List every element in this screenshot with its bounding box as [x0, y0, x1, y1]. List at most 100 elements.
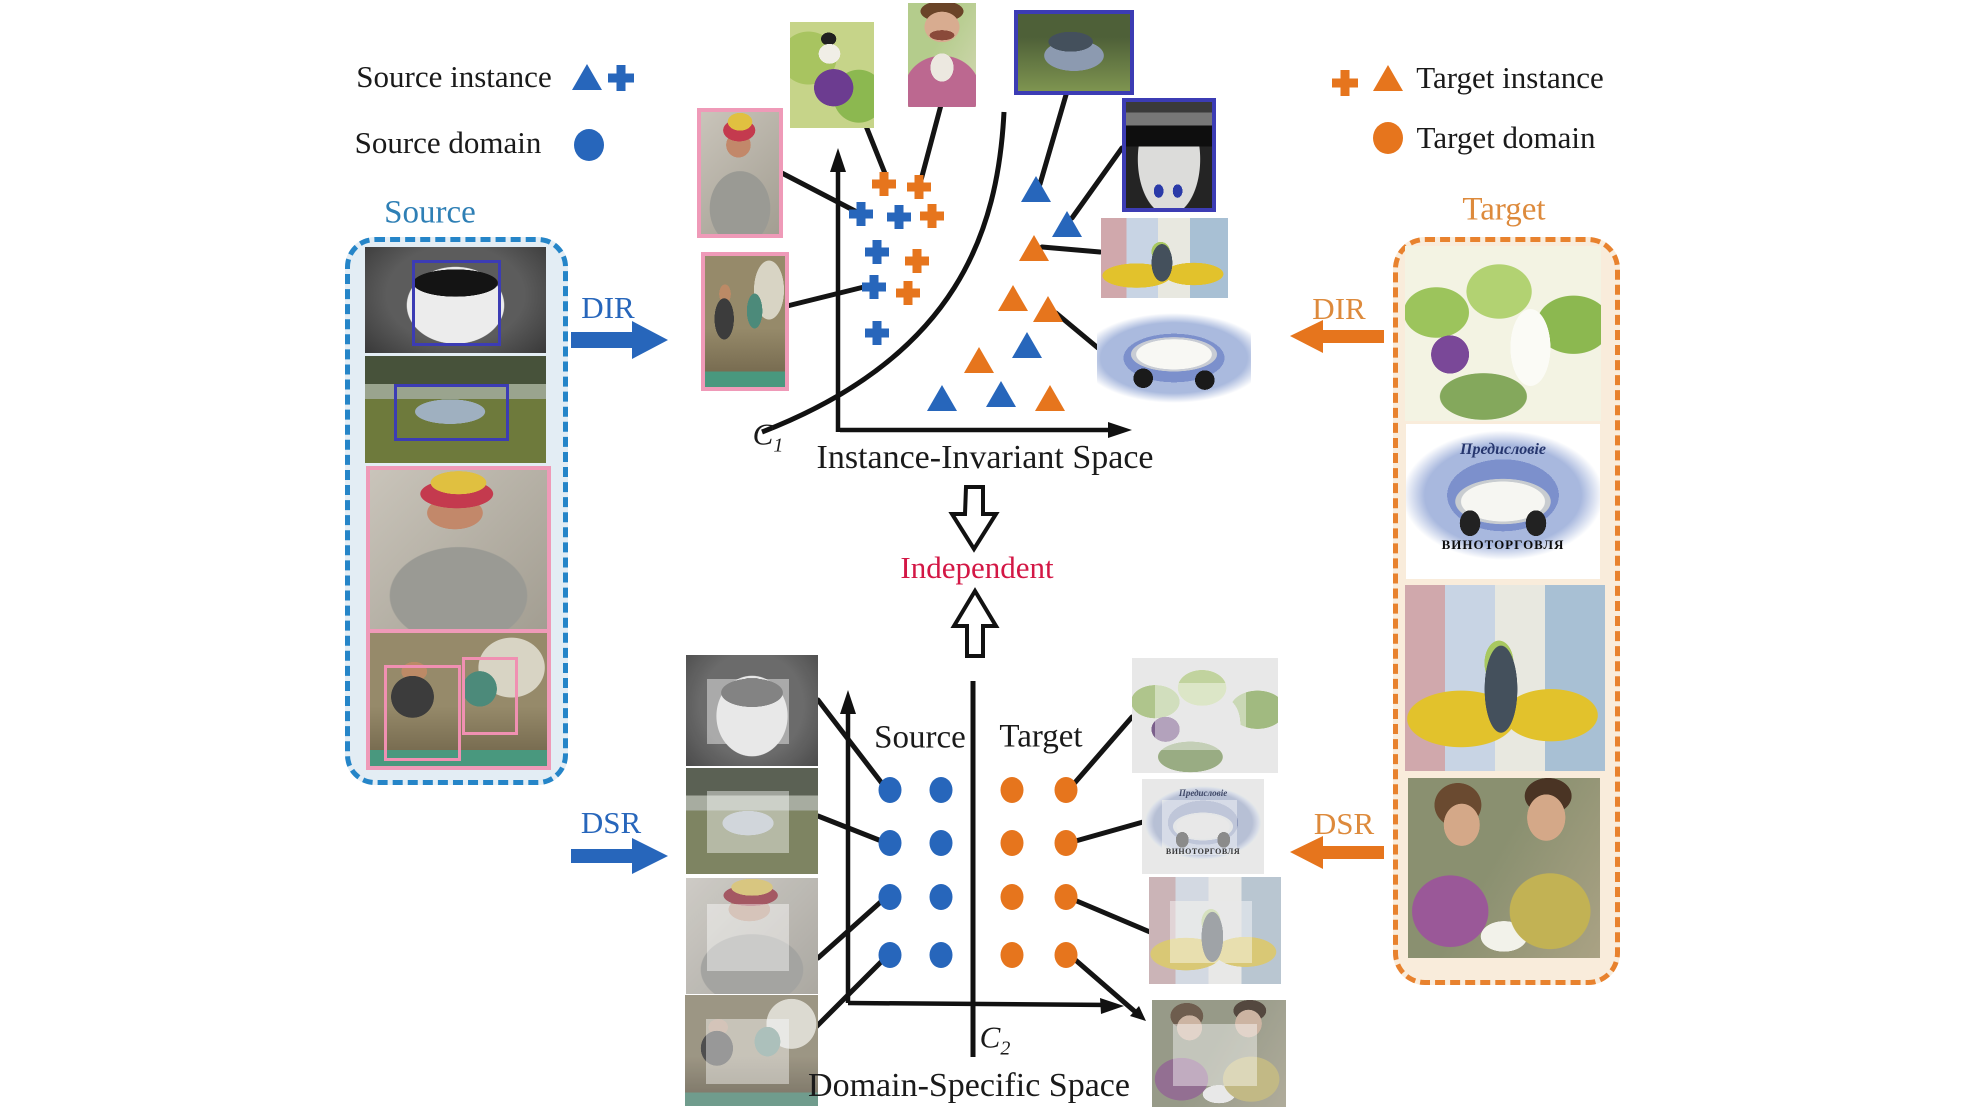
legend-target-instance: Target instance [1416, 60, 1604, 95]
caption-top: Предисловie [1460, 441, 1546, 459]
photo-people-at-table [366, 629, 551, 770]
target-domain-dot [1000, 884, 1024, 910]
marker-layer [849, 172, 1082, 968]
c2-sub: 2 [1000, 1037, 1011, 1060]
target-circle-icon [1373, 122, 1403, 154]
source-instance-triangle-marker [1021, 176, 1051, 202]
c1-base: C [752, 416, 774, 452]
photo-blue-sedan [1014, 10, 1134, 95]
x-axis-arrowhead [1108, 422, 1132, 438]
source-instance-triangle-marker [986, 381, 1016, 407]
legend-target-domain: Target domain [1416, 120, 1596, 155]
c2-axis-label: C2 [980, 1019, 1011, 1060]
connector-line [1053, 310, 1101, 351]
y-axis-arrowhead-2 [840, 690, 856, 714]
faded-art-garden-scene [1132, 658, 1278, 773]
art-couple-reading [1408, 778, 1600, 958]
dsr-orange-label: DSR [1313, 806, 1375, 841]
instance-space-axes [835, 160, 1118, 433]
caption-bottom: ВИНОТОРГОВЛЯ [1165, 847, 1241, 857]
target-instance-triangle-marker [1033, 296, 1063, 322]
detection-bbox [393, 383, 509, 442]
art-yellow-taxi-street [1405, 585, 1605, 771]
connector-line [1039, 244, 1103, 255]
painting-woman-portrait [908, 3, 976, 107]
source-domain-dot [878, 942, 902, 968]
target-instance-triangle-marker [1035, 385, 1065, 411]
connector-layer [773, 85, 1153, 1031]
photo-rally-car-tunnel [365, 247, 546, 353]
source-domain-dot [878, 884, 902, 910]
target-instance-plus-marker [896, 281, 920, 305]
connector-line [815, 813, 887, 845]
faded-photo-people-at-table [685, 995, 818, 1106]
connector-line [815, 896, 887, 961]
source-domain-dot [929, 942, 953, 968]
dsr-orange-arrow [1290, 836, 1384, 869]
source-panel-title: Source [384, 194, 476, 231]
source-instance-plus-marker [849, 202, 873, 226]
dir-orange-label: DIR [1312, 291, 1366, 326]
faded-art-watercolor-car: Предисловie ВИНОТОРГОВЛЯ [1142, 779, 1264, 874]
art-white-car [1097, 312, 1251, 404]
target-domain-dot [1000, 777, 1024, 803]
connector-line [1069, 714, 1135, 789]
target-instance-plus-marker [907, 175, 931, 199]
instance-space-title: Instance-Invariant Space [816, 439, 1154, 476]
source-instance-plus-marker [865, 321, 889, 345]
target-instance-plus-marker [905, 249, 929, 273]
dir-blue-label: DIR [581, 290, 635, 325]
connector-line [1037, 85, 1071, 187]
source-plus-icon [608, 65, 634, 91]
faded-photo-car-on-road [686, 768, 818, 874]
photo-car-on-road [365, 356, 546, 463]
target-domain-dot [1054, 942, 1078, 968]
target-domain-dot [1054, 830, 1078, 856]
c1-sub: 1 [773, 434, 784, 457]
connector-line [776, 283, 871, 311]
art-yellow-taxi [1101, 218, 1228, 298]
target-domain-dot [1054, 884, 1078, 910]
connector-line [812, 954, 889, 1031]
domain-space-axes [845, 681, 1113, 1057]
detection-bbox [384, 664, 461, 762]
dsr-blue-arrow [571, 838, 668, 874]
x-axis-arrowhead-2 [1100, 998, 1124, 1014]
source-instance-triangle-marker [1012, 332, 1042, 358]
connector-line [815, 697, 887, 789]
c2-base: C [979, 1019, 1001, 1055]
target-plus-icon [1332, 70, 1358, 96]
caption-bottom: ВИНОТОРГОВЛЯ [1441, 537, 1565, 553]
decision-boundary-curve [761, 111, 1007, 435]
up-hollow-arrow [950, 587, 1000, 658]
legend-source-instance: Source instance [356, 59, 552, 94]
photo-people-at-table-small [701, 252, 789, 391]
faded-photo-man-with-headgear [686, 878, 818, 994]
domain-space-source-label: Source [874, 719, 966, 756]
y-axis-arrowhead [830, 148, 846, 172]
photo-man-with-headgear-small [697, 108, 783, 238]
connector-line [1069, 145, 1125, 221]
target-panel-title: Target [1462, 191, 1546, 228]
dir-orange-arrow [1290, 320, 1384, 353]
dir-blue-arrow [571, 321, 668, 359]
connector-line [1069, 819, 1146, 845]
source-circle-icon [574, 129, 604, 161]
source-domain-dot [878, 830, 902, 856]
target-instance-triangle-marker [998, 285, 1028, 311]
caption-top: Предисловie [1178, 787, 1228, 798]
source-instance-triangle-marker [927, 385, 957, 411]
faded-art-couple-reading [1152, 1000, 1286, 1107]
target-domain-dot [1054, 777, 1078, 803]
independent-label: Independent [900, 550, 1054, 585]
connector-line [1069, 954, 1143, 1019]
dsr-blue-label: DSR [580, 805, 642, 840]
target-instance-triangle-marker [964, 347, 994, 373]
domain-space-title: Domain-Specific Space [808, 1067, 1130, 1104]
target-instance-plus-marker [872, 172, 896, 196]
detection-bbox [412, 259, 502, 347]
connector-line [773, 167, 858, 214]
source-domain-dot [929, 884, 953, 910]
source-instance-plus-marker [887, 205, 911, 229]
